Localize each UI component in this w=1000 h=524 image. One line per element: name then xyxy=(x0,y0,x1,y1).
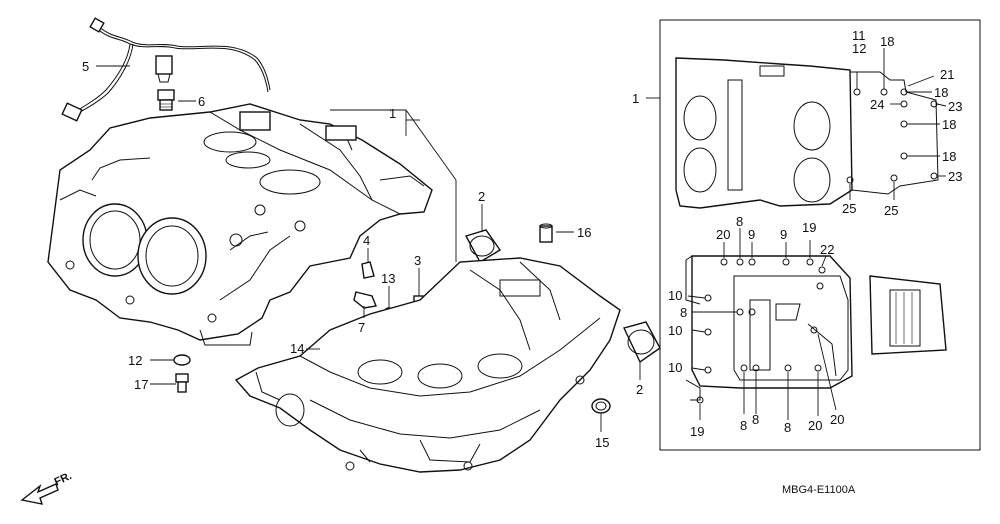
callout-15: 15 xyxy=(595,435,609,450)
left-leaders xyxy=(96,65,641,432)
inset-callout-25: 25 xyxy=(842,201,856,216)
fr-label: FR. xyxy=(53,470,74,488)
inset-callouts: 11 12 18 21 18 24 23 18 18 23 25 25 8 20… xyxy=(668,28,962,439)
oil-pressure-switch xyxy=(157,89,175,111)
inset-callout-22: 22 xyxy=(820,242,834,257)
inset-callout-8: 8 xyxy=(736,214,743,229)
inset-callout-20: 20 xyxy=(716,227,730,242)
inset-callout-8: 8 xyxy=(784,420,791,435)
inset-callout-10: 10 xyxy=(668,288,682,303)
callout-13: 13 xyxy=(381,271,395,286)
callout-1-right: 1 xyxy=(632,91,639,106)
inset-leaders xyxy=(687,48,947,420)
inset-callout-23: 23 xyxy=(948,169,962,184)
inset-callout-20: 20 xyxy=(808,418,822,433)
inset-callout-24: 24 xyxy=(870,97,884,112)
callout-17: 17 xyxy=(134,377,148,392)
callout-14: 14 xyxy=(290,341,304,356)
lower-crankcase xyxy=(234,257,621,473)
wire-harness xyxy=(61,17,271,122)
inset-callout-8: 8 xyxy=(740,418,747,433)
upper-crankcase xyxy=(47,103,433,346)
inset-callout-18: 18 xyxy=(942,149,956,164)
inset-callout-18: 18 xyxy=(934,85,948,100)
inset-callout-11: 11 xyxy=(852,28,866,43)
callout-1-left: 1 xyxy=(389,106,396,121)
inset-callout-25: 25 xyxy=(884,203,898,218)
callout-2-top: 2 xyxy=(478,189,485,204)
callout-5: 5 xyxy=(82,59,89,74)
front-direction-arrow: FR. xyxy=(20,470,74,505)
inset-callout-18: 18 xyxy=(942,117,956,132)
left-callouts: 5 6 1 2 16 4 3 13 7 14 12 17 2 15 xyxy=(82,59,643,450)
inset-callout-21: 21 xyxy=(940,67,954,82)
inset-callout-10: 10 xyxy=(668,360,682,375)
callout-12: 12 xyxy=(128,353,142,368)
inset-callout-8: 8 xyxy=(752,412,759,427)
callout-6: 6 xyxy=(198,94,205,109)
diagram-code: MBG4-E1100A xyxy=(782,484,856,496)
small-parts xyxy=(173,223,661,414)
callout-4: 4 xyxy=(363,233,370,248)
bolt-pattern-inset: 1 xyxy=(632,19,981,451)
callout-2-bottom: 2 xyxy=(636,382,643,397)
inset-callout-20: 20 xyxy=(830,412,844,427)
callout-3: 3 xyxy=(414,253,421,268)
inset-callout-9: 9 xyxy=(780,227,787,242)
callout-16: 16 xyxy=(577,225,591,240)
inset-callout-12: 12 xyxy=(852,41,866,56)
inset-callout-8: 8 xyxy=(680,305,687,320)
inset-callout-23: 23 xyxy=(948,99,962,114)
inset-callout-10: 10 xyxy=(668,323,682,338)
inset-callout-19: 19 xyxy=(690,424,704,439)
inset-callout-19: 19 xyxy=(802,220,816,235)
callout-7: 7 xyxy=(358,320,365,335)
inset-callout-18: 18 xyxy=(880,34,894,49)
inset-callout-9: 9 xyxy=(748,227,755,242)
